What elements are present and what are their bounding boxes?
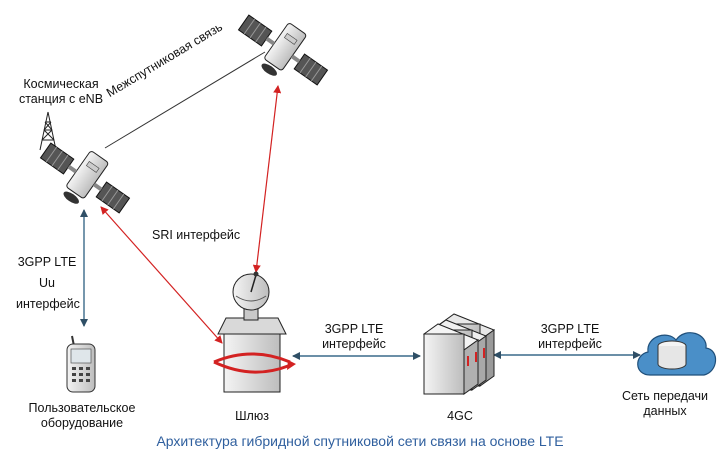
uu-interface-label: 3GPP LTE Uu интерфейс xyxy=(16,255,80,312)
user-equipment-label: Пользовательское оборудование xyxy=(20,401,144,431)
user-equipment-label-line2: оборудование xyxy=(40,416,124,430)
satellite-relay-icon xyxy=(237,14,329,86)
sri-link-sat1-gateway xyxy=(100,206,223,344)
core-servers-icon xyxy=(422,313,496,395)
gw-core-label-line2: интерфейс xyxy=(322,337,386,351)
gw-core-interface-label: 3GPP LTE интерфейс xyxy=(314,322,394,352)
core-net-label-line1: 3GPP LTE xyxy=(540,322,600,336)
data-network-label: Сеть передачи данных xyxy=(618,389,712,419)
user-equipment-label-line1: Пользовательское xyxy=(28,401,136,415)
core-net-label-line2: интерфейс xyxy=(538,337,602,351)
sri-link-sat2-gateway xyxy=(252,85,282,273)
uu-label-line3: интерфейс xyxy=(16,297,80,311)
mobile-phone-icon xyxy=(66,335,96,393)
sri-interface-label: SRI интерфейс xyxy=(152,228,241,242)
core-net-interface-label: 3GPP LTE интерфейс xyxy=(530,322,610,352)
uu-label-line1: 3GPP LTE xyxy=(17,255,77,269)
data-network-label-line2: данных xyxy=(643,404,687,418)
data-network-cloud-icon xyxy=(637,332,717,376)
gw-core-label-line1: 3GPP LTE xyxy=(324,322,384,336)
space-station-label-line2: станция с eNB xyxy=(18,92,104,106)
core-label: 4GC xyxy=(447,409,473,423)
gateway-station-icon xyxy=(213,271,296,393)
antenna-tower-icon xyxy=(39,111,57,151)
diagram-caption: Архитектура гибридной спутниковой сети с… xyxy=(156,433,564,449)
space-station-label: Космическая станция с eNB xyxy=(16,77,106,107)
data-network-label-line1: Сеть передачи xyxy=(621,389,709,403)
gateway-label: Шлюз xyxy=(235,409,269,423)
space-station-label-line1: Космическая xyxy=(23,77,99,91)
satellite-enb-icon xyxy=(39,142,131,214)
uu-label-line2: Uu xyxy=(39,276,55,290)
intersat-link-line xyxy=(104,51,266,149)
